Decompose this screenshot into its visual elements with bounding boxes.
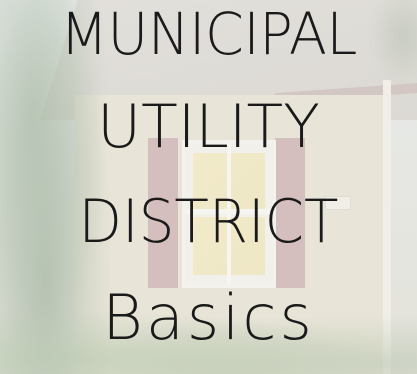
front-bushes [0, 300, 417, 374]
house-number-plaque [325, 196, 351, 210]
title-line-basics: Basics [102, 281, 315, 354]
corner-trim [383, 80, 391, 374]
title-line-district: DISTRICT [78, 187, 339, 257]
window-mullion [227, 143, 231, 285]
left-shutter [148, 138, 178, 288]
right-shutter [275, 138, 305, 288]
title-line-municipal: MUNICIPAL [60, 0, 357, 68]
title-line-utility: UTILITY [97, 92, 320, 162]
house-window [182, 140, 276, 288]
right-tree [367, 0, 417, 90]
